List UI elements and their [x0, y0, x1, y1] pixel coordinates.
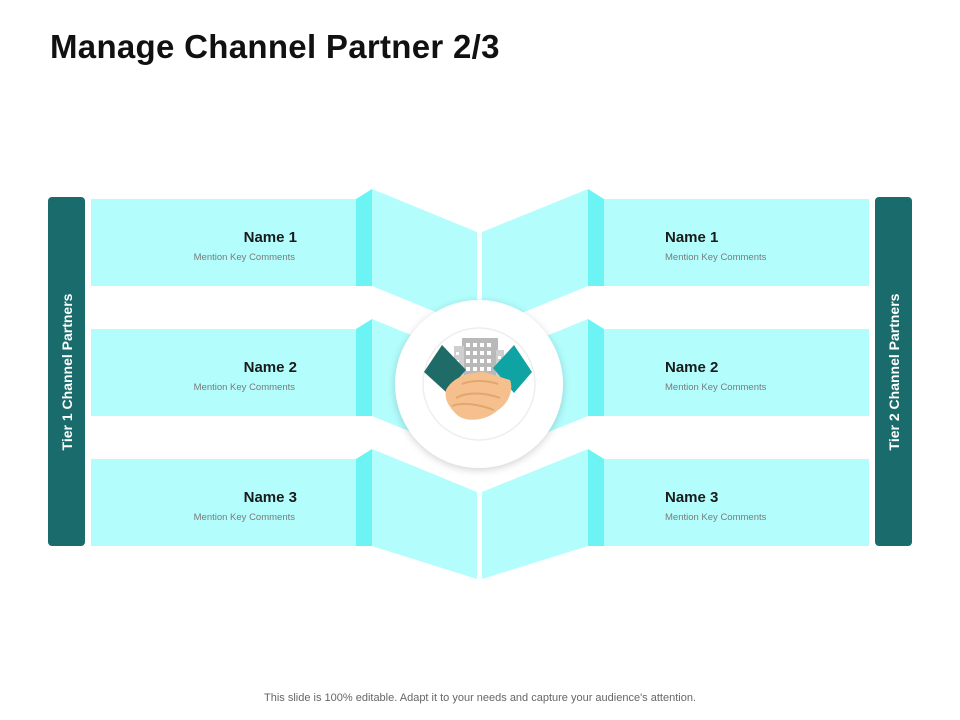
left-partner-2: Name 2 Mention Key Comments	[91, 329, 356, 416]
left-fold-1	[372, 189, 477, 329]
tier1-label: Tier 1 Channel Partners	[58, 293, 75, 450]
left-partner-3-name: Name 3	[243, 489, 297, 506]
right-box-2-shape	[604, 329, 869, 416]
left-box-1-shape	[91, 199, 356, 286]
right-partner-2-comment: Mention Key Comments	[665, 382, 767, 393]
tier2-label: Tier 2 Channel Partners	[885, 293, 902, 450]
left-fold-accent-3	[356, 449, 372, 546]
right-box-1-shape	[604, 199, 869, 286]
tier1-bar: Tier 1 Channel Partners	[48, 197, 85, 546]
right-partner-3-name: Name 3	[665, 489, 719, 506]
right-partner-3: Name 3 Mention Key Comments	[602, 459, 867, 546]
right-box-3-shape	[604, 459, 869, 546]
left-box-3-shape	[91, 459, 356, 546]
right-partner-2-name: Name 2	[665, 359, 719, 376]
left-partner-1: Name 1 Mention Key Comments	[91, 199, 356, 286]
right-fold-accent-3	[588, 449, 604, 546]
left-box-2-shape	[91, 329, 356, 416]
left-partner-3-comment: Mention Key Comments	[193, 512, 295, 523]
left-partner-3: Name 3 Mention Key Comments	[91, 459, 356, 546]
right-row-1	[482, 189, 869, 329]
left-row-1	[91, 189, 477, 329]
footer-note: This slide is 100% editable. Adapt it to…	[264, 692, 696, 704]
right-row-3	[482, 449, 869, 579]
handshake-building-icon	[424, 338, 532, 420]
right-fold-accent-1	[588, 189, 604, 286]
left-partner-1-comment: Mention Key Comments	[193, 252, 295, 263]
page-title: Manage Channel Partner 2/3	[50, 28, 500, 65]
left-partner-1-name: Name 1	[243, 229, 297, 246]
right-fold-1	[482, 189, 588, 329]
right-fold-3	[482, 449, 588, 579]
left-row-3	[91, 449, 477, 579]
left-fold-3	[372, 449, 477, 579]
tier2-bar: Tier 2 Channel Partners	[875, 197, 912, 546]
left-fold-accent-1	[356, 189, 372, 286]
left-partner-2-name: Name 2	[243, 359, 297, 376]
right-partner-2: Name 2 Mention Key Comments	[602, 329, 867, 416]
left-fold-accent-2	[356, 319, 372, 416]
right-partner-1-name: Name 1	[665, 229, 719, 246]
right-partner-1-comment: Mention Key Comments	[665, 252, 767, 263]
right-partner-1: Name 1 Mention Key Comments	[602, 199, 867, 286]
right-fold-accent-2	[588, 319, 604, 416]
left-partner-2-comment: Mention Key Comments	[193, 382, 295, 393]
right-partner-3-comment: Mention Key Comments	[665, 512, 767, 523]
